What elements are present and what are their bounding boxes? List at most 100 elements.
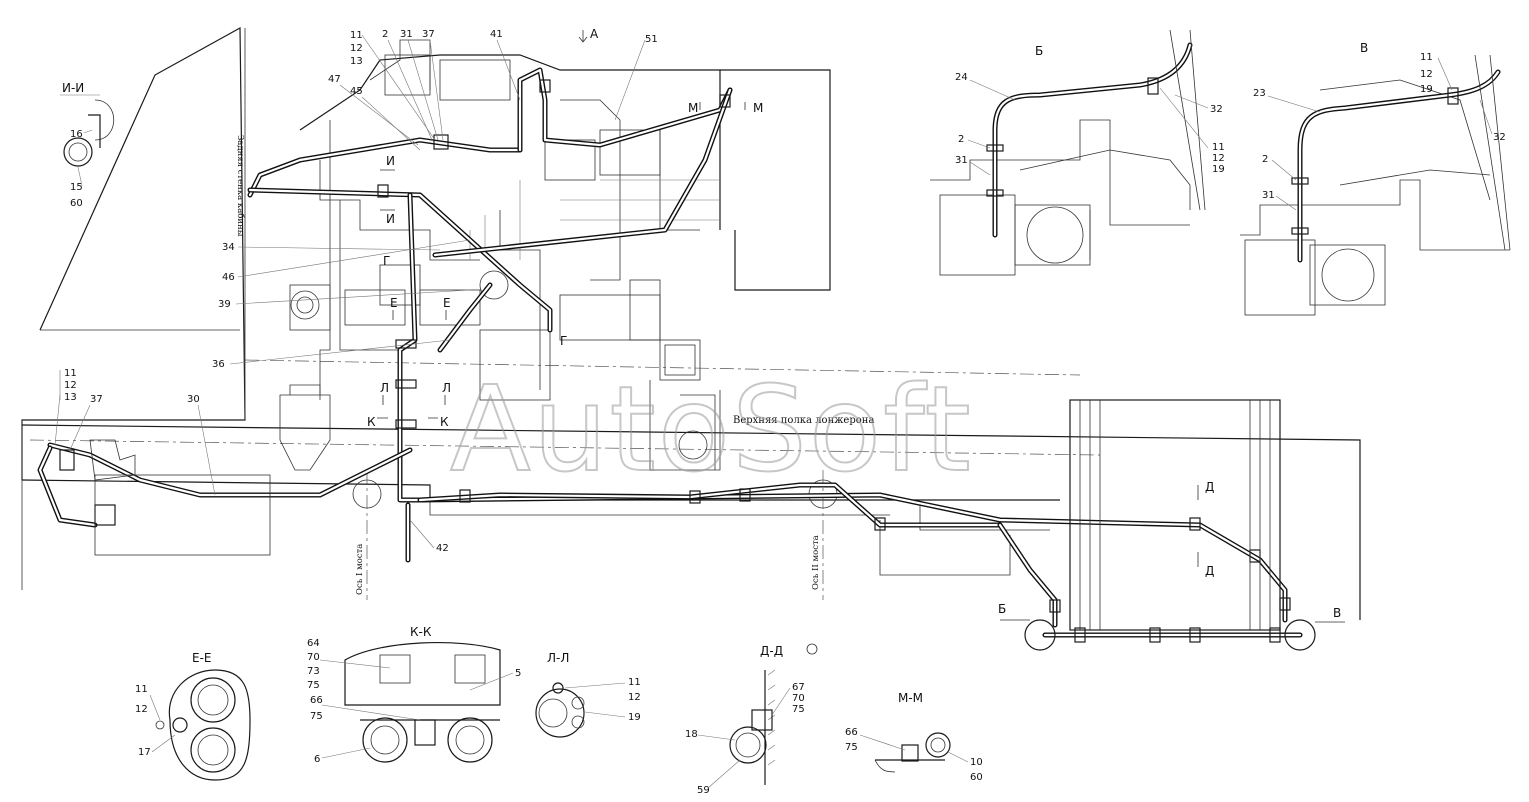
cut-g-left: Г (383, 254, 390, 268)
cut-g-right: Г (560, 334, 567, 348)
label-37-left: 37 (90, 394, 103, 405)
section-ll: Л-Л 11 12 19 (535, 651, 641, 738)
label-39: 39 (218, 299, 231, 310)
view-v-title: В (1360, 41, 1368, 55)
label-kk-75b: 75 (310, 711, 323, 722)
label-dd-75: 75 (792, 704, 805, 715)
cut-m-right: М (753, 101, 763, 115)
label-v-2: 2 (1262, 154, 1268, 165)
cut-i-top: И (386, 154, 395, 168)
label-v-11: 11 (1420, 52, 1433, 63)
cut-d-bottom: Д (1205, 564, 1214, 578)
label-37: 37 (422, 29, 435, 40)
label-b-24: 24 (955, 72, 968, 83)
label-11: 11 (350, 30, 363, 41)
label-mm-66: 66 (845, 727, 858, 738)
view-a-mark: А (578, 27, 599, 43)
label-dd-67: 67 (792, 682, 805, 693)
label-47: 47 (328, 74, 341, 85)
section-mm-title: М-М (898, 691, 923, 705)
main-labels: 11 12 13 2 31 37 41 51 47 45 34 46 39 36… (54, 29, 658, 554)
label-ee-17: 17 (138, 747, 151, 758)
section-ii-title: И-И (62, 81, 84, 95)
label-36: 36 (212, 359, 225, 370)
label-51: 51 (645, 34, 658, 45)
cut-l-right: Л (442, 381, 451, 395)
axle-2-note: Ось II моста (811, 535, 821, 590)
label-mm-10: 10 (970, 757, 983, 768)
label-b-2: 2 (958, 134, 964, 145)
view-v: В 23 2 31 11 12 19 32 (1240, 41, 1511, 316)
label-kk-64: 64 (307, 638, 320, 649)
section-dd: Д-Д 67 70 75 18 59 (685, 643, 818, 796)
label-kk-75: 75 (307, 680, 320, 691)
label-v-23: 23 (1253, 88, 1266, 99)
label-ee-12: 12 (135, 704, 148, 715)
label-dd-70: 70 (792, 693, 805, 704)
label-v-12: 12 (1420, 69, 1433, 80)
label-dd-59: 59 (697, 785, 710, 796)
label-2: 2 (382, 29, 388, 40)
label-34: 34 (222, 242, 235, 253)
label-45: 45 (350, 86, 363, 97)
label-kk-73: 73 (307, 666, 320, 677)
label-v-19: 19 (1420, 84, 1433, 95)
section-kk-title: К-К (410, 625, 432, 639)
cut-e-left: Е (390, 296, 398, 310)
cut-d-top: Д (1205, 480, 1214, 494)
label-kk-66: 66 (310, 695, 323, 706)
section-kk: К-К 64 70 73 75 66 75 5 6 (307, 625, 521, 765)
label-ii-60: 60 (70, 198, 83, 209)
section-ll-title: Л-Л (547, 651, 569, 665)
cut-m-left: М (688, 101, 698, 115)
label-ee-11: 11 (135, 684, 148, 695)
label-42: 42 (436, 543, 449, 554)
label-13: 13 (350, 56, 363, 67)
label-b-11: 11 (1212, 142, 1225, 153)
view-b-title: Б (1035, 44, 1043, 58)
section-ii: И-И 16 15 60 (60, 81, 115, 209)
label-kk-70: 70 (307, 652, 320, 663)
main-pipe-run (37, 67, 1291, 628)
label-46: 46 (222, 272, 235, 283)
view-b: Б 24 2 31 32 11 12 19 (930, 29, 1225, 276)
label-kk-5: 5 (515, 668, 521, 679)
view-a-label: А (590, 27, 599, 41)
label-ii-16: 16 (70, 129, 83, 140)
cut-e-right: Е (443, 296, 451, 310)
label-11-left: 11 (64, 368, 77, 379)
label-dd-18: 18 (685, 729, 698, 740)
section-ee-title: Е-Е (192, 651, 212, 665)
cab-outline: Задняя стенка кабины (21, 26, 246, 590)
label-mm-60: 60 (970, 772, 983, 783)
fuel-tank: Б В (998, 399, 1345, 651)
view-b-arrow-label: Б (998, 602, 1006, 616)
label-b-31: 31 (955, 155, 968, 166)
watermark-logo: AutoSoft (450, 360, 973, 498)
cut-marks: М М И И Г Г Е Е Л Л К К Д Д (367, 101, 1214, 578)
label-13-left: 13 (64, 392, 77, 403)
engine-block (279, 39, 831, 471)
label-b-19: 19 (1212, 164, 1225, 175)
label-ll-12: 12 (628, 692, 641, 703)
label-v-31: 31 (1262, 190, 1275, 201)
frame-flange-note: Верхняя полка лонжерона (733, 415, 874, 426)
label-ll-19: 19 (628, 712, 641, 723)
view-v-arrow-label: В (1333, 606, 1341, 620)
label-31: 31 (400, 29, 413, 40)
label-41: 41 (490, 29, 503, 40)
frame-rails: Ось I моста Ось II моста Верхняя полка л… (21, 359, 1361, 620)
cut-k-right: К (440, 415, 449, 429)
label-ii-15: 15 (70, 182, 83, 193)
label-kk-6: 6 (314, 754, 320, 765)
label-v-32: 32 (1493, 132, 1506, 143)
label-b-32: 32 (1210, 104, 1223, 115)
cab-wall-note: Задняя стенка кабины (235, 135, 246, 237)
label-mm-75: 75 (845, 742, 858, 753)
label-30: 30 (187, 394, 200, 405)
section-mm: М-М 66 75 10 60 (845, 691, 983, 783)
label-ll-11: 11 (628, 677, 641, 688)
cut-i-bottom: И (386, 212, 395, 226)
section-ee: Е-Е 11 12 17 (135, 651, 251, 781)
